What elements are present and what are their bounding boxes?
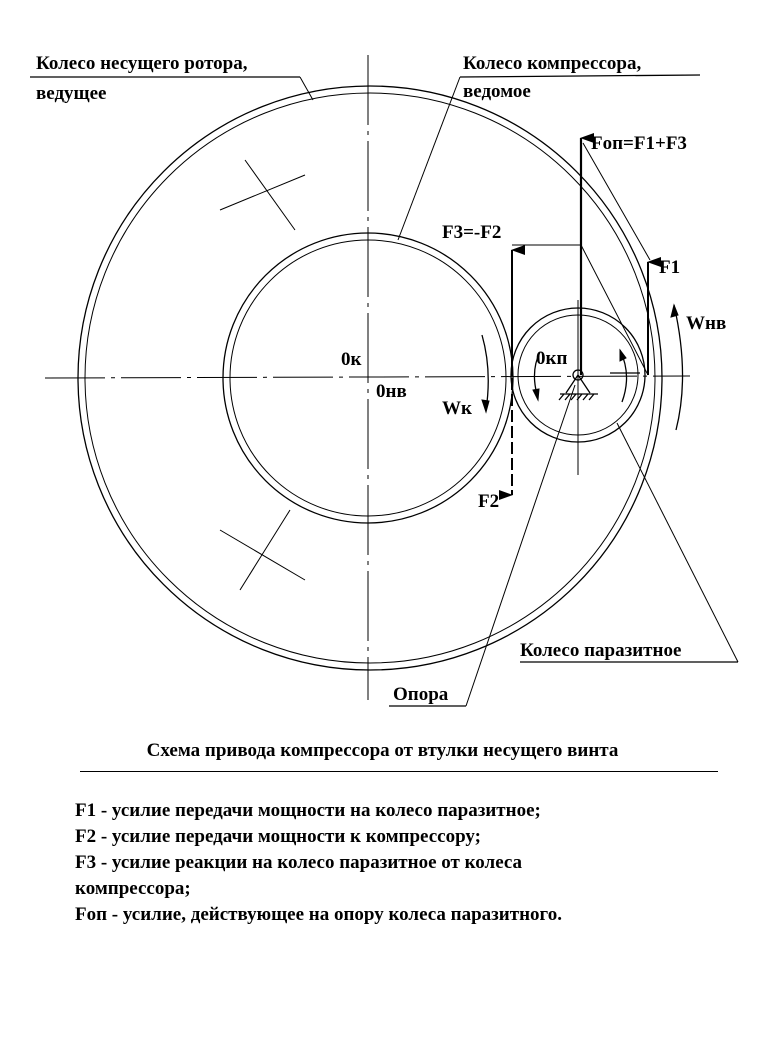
idler-wheel-label: Колесо паразитное: [520, 640, 681, 661]
compressor-wheel-label-2: ведомое: [463, 81, 531, 102]
rotor-wheel-outer: [77, 85, 663, 671]
legend-item: Fоп - усилие, действующее на опору колес…: [75, 904, 562, 925]
support-icon: [558, 374, 598, 401]
compressor-wheel-label: Колесо компрессора,: [463, 53, 641, 74]
diagram-caption: Схема привода компрессора от втулки несу…: [146, 740, 619, 761]
legend-item: F3 - усилие реакции на колесо паразитное…: [75, 852, 523, 873]
w-nv-rotation-arrow: [673, 304, 684, 431]
f-op-label: Fоп=F1+F3: [591, 133, 687, 154]
f1-label: F1: [659, 257, 680, 278]
caption-underline: [80, 771, 718, 772]
legend-item: F1 - усилие передачи мощности на колесо …: [75, 800, 541, 821]
legend-item: F2 - усилие передачи мощности к компресс…: [75, 826, 481, 847]
rotor-wheel-inner: [84, 92, 656, 664]
legend-item: компрессора;: [75, 878, 191, 899]
f3-label: F3=-F2: [442, 222, 501, 243]
support-pivot-icon: [572, 369, 584, 381]
o-kp-label: 0кп: [536, 348, 567, 369]
o-nv-label: 0нв: [376, 381, 407, 402]
f2-label: F2: [478, 491, 499, 512]
compressor-wheel-inner: [229, 239, 507, 517]
support-label: Опора: [393, 684, 449, 705]
o-k-label: 0к: [341, 349, 362, 370]
force-legend: F1 - усилие передачи мощности на колесо …: [75, 798, 562, 928]
w-k-label: Wк: [442, 398, 472, 419]
w-k-rotation-arrow: [481, 334, 489, 411]
w-nv-label: Wнв: [686, 313, 726, 334]
rotor-wheel-label-2: ведущее: [36, 83, 106, 104]
rotor-wheel-label: Колесо несущего ротора,: [36, 53, 248, 74]
